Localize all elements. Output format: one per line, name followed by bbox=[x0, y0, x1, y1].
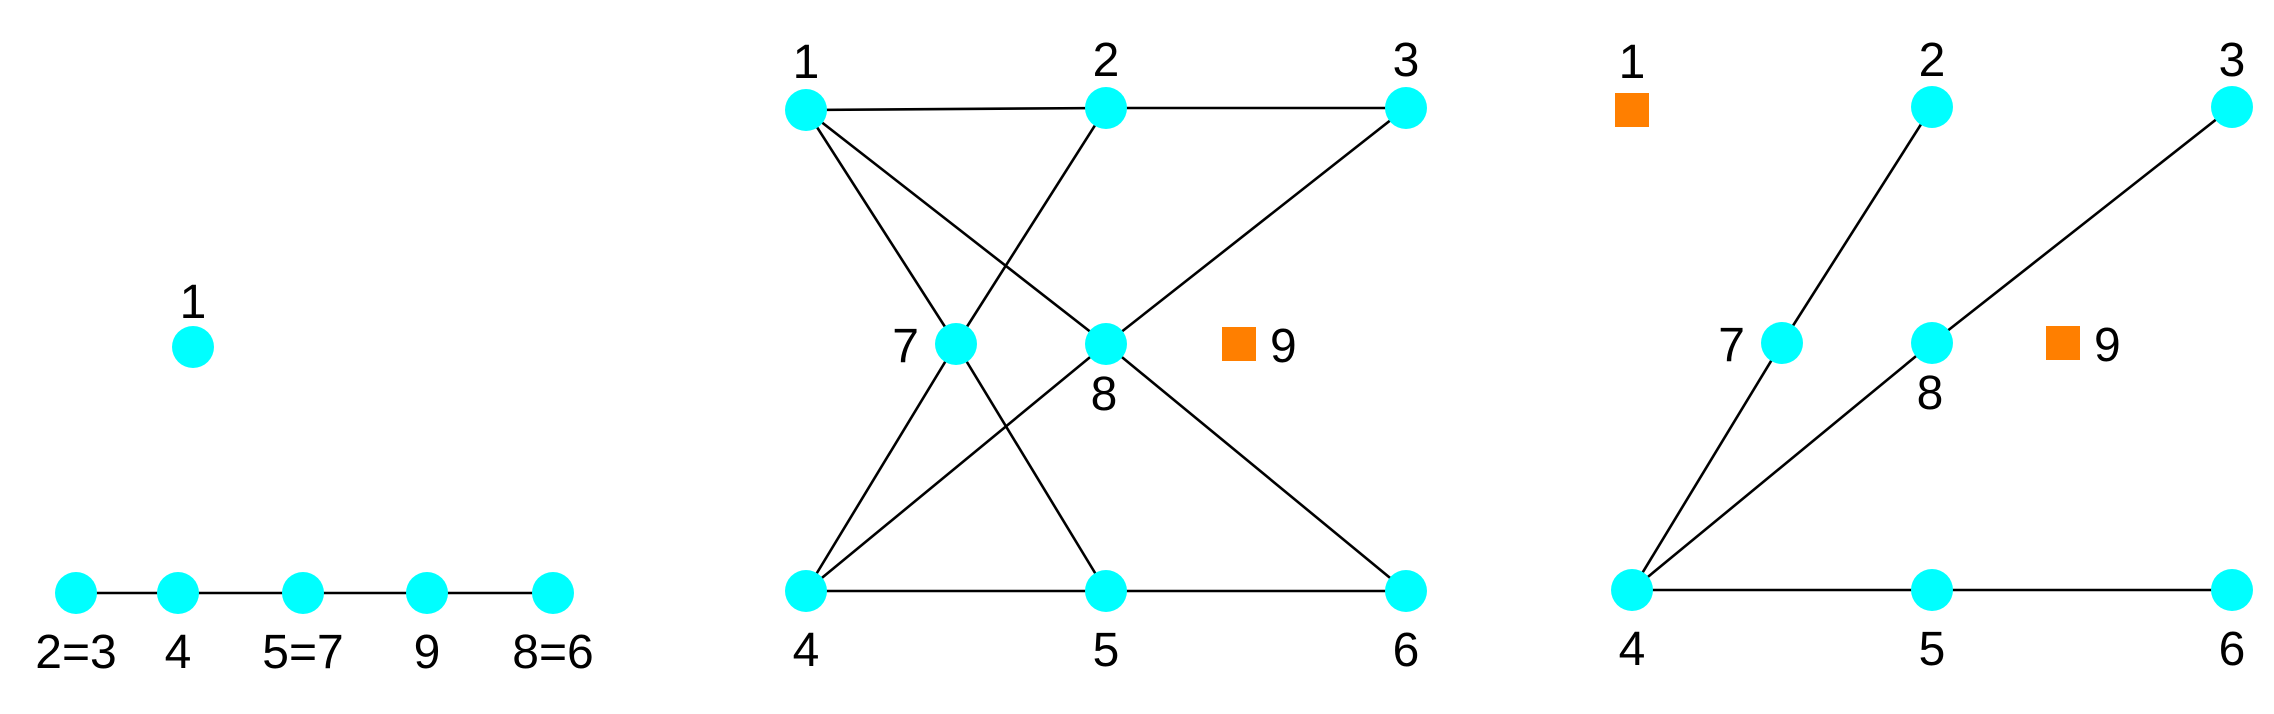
edge-7-4 bbox=[1630, 342, 1784, 591]
node-8 bbox=[1911, 322, 1953, 364]
node-2 bbox=[1085, 87, 1127, 129]
node-9 bbox=[406, 572, 448, 614]
node-label-1: 1 bbox=[1619, 36, 1646, 89]
edge-7-5 bbox=[954, 343, 1108, 592]
node-7 bbox=[935, 323, 977, 365]
square-node-9 bbox=[2046, 326, 2080, 360]
node-label-8-eq-6: 8=6 bbox=[512, 626, 593, 679]
node-3 bbox=[2211, 86, 2253, 128]
square-node-9 bbox=[1222, 327, 1256, 361]
node-1 bbox=[785, 89, 827, 131]
edge-2-7 bbox=[954, 107, 1108, 345]
node-4 bbox=[157, 572, 199, 614]
edge-7-4 bbox=[804, 343, 958, 592]
node-label-1: 1 bbox=[180, 276, 207, 329]
node-label-9: 9 bbox=[1270, 320, 1297, 373]
edge-8-4 bbox=[1631, 341, 1933, 592]
node-label-8: 8 bbox=[1917, 367, 1944, 420]
node-5-eq-7 bbox=[282, 572, 324, 614]
node-1 bbox=[172, 326, 214, 368]
graph-panel-right: 1 2 3 7 8 9 4 5 6 bbox=[1611, 34, 2253, 676]
node-label-4: 4 bbox=[165, 626, 192, 679]
edge-3-8 bbox=[1931, 105, 2233, 345]
square-node-1 bbox=[1615, 93, 1649, 127]
node-label-9: 9 bbox=[414, 626, 441, 679]
node-8 bbox=[1085, 323, 1127, 365]
node-label-6: 6 bbox=[2219, 623, 2246, 676]
node-label-5: 5 bbox=[1919, 623, 1946, 676]
node-label-5: 5 bbox=[1093, 624, 1120, 677]
edge-2-7 bbox=[1780, 106, 1934, 344]
node-label-1: 1 bbox=[793, 36, 820, 89]
edge-8-4 bbox=[805, 342, 1107, 593]
node-4 bbox=[1611, 569, 1653, 611]
node-label-2: 2 bbox=[1919, 34, 1946, 87]
node-label-3: 3 bbox=[1393, 34, 1420, 87]
node-7 bbox=[1761, 322, 1803, 364]
edge-8-6 bbox=[1105, 342, 1407, 593]
node-6 bbox=[2211, 569, 2253, 611]
node-label-4: 4 bbox=[1619, 623, 1646, 676]
node-label-2: 2 bbox=[1093, 34, 1120, 87]
node-label-9: 9 bbox=[2094, 319, 2121, 372]
edge-1-2 bbox=[805, 106, 1107, 112]
edge-3-8 bbox=[1105, 106, 1407, 346]
node-5 bbox=[1911, 569, 1953, 611]
node-label-5-eq-7: 5=7 bbox=[262, 626, 343, 679]
node-8-eq-6 bbox=[532, 572, 574, 614]
node-label-8: 8 bbox=[1091, 368, 1118, 421]
graph-panel-middle: 1 2 3 7 8 9 4 5 6 bbox=[785, 34, 1427, 677]
node-2 bbox=[1911, 86, 1953, 128]
edge-1-7 bbox=[804, 109, 958, 345]
node-3 bbox=[1385, 87, 1427, 129]
edge-1-8 bbox=[805, 108, 1107, 346]
node-label-3: 3 bbox=[2219, 34, 2246, 87]
graph-panel-left: 1 2=3 4 5=7 9 8=6 bbox=[35, 276, 593, 679]
node-label-7: 7 bbox=[892, 320, 919, 373]
node-2-eq-3 bbox=[55, 572, 97, 614]
node-label-6: 6 bbox=[1393, 624, 1420, 677]
node-5 bbox=[1085, 570, 1127, 612]
node-6 bbox=[1385, 570, 1427, 612]
node-label-4: 4 bbox=[793, 624, 820, 677]
node-label-2-eq-3: 2=3 bbox=[35, 626, 116, 679]
node-4 bbox=[785, 570, 827, 612]
node-label-7: 7 bbox=[1718, 319, 1745, 372]
